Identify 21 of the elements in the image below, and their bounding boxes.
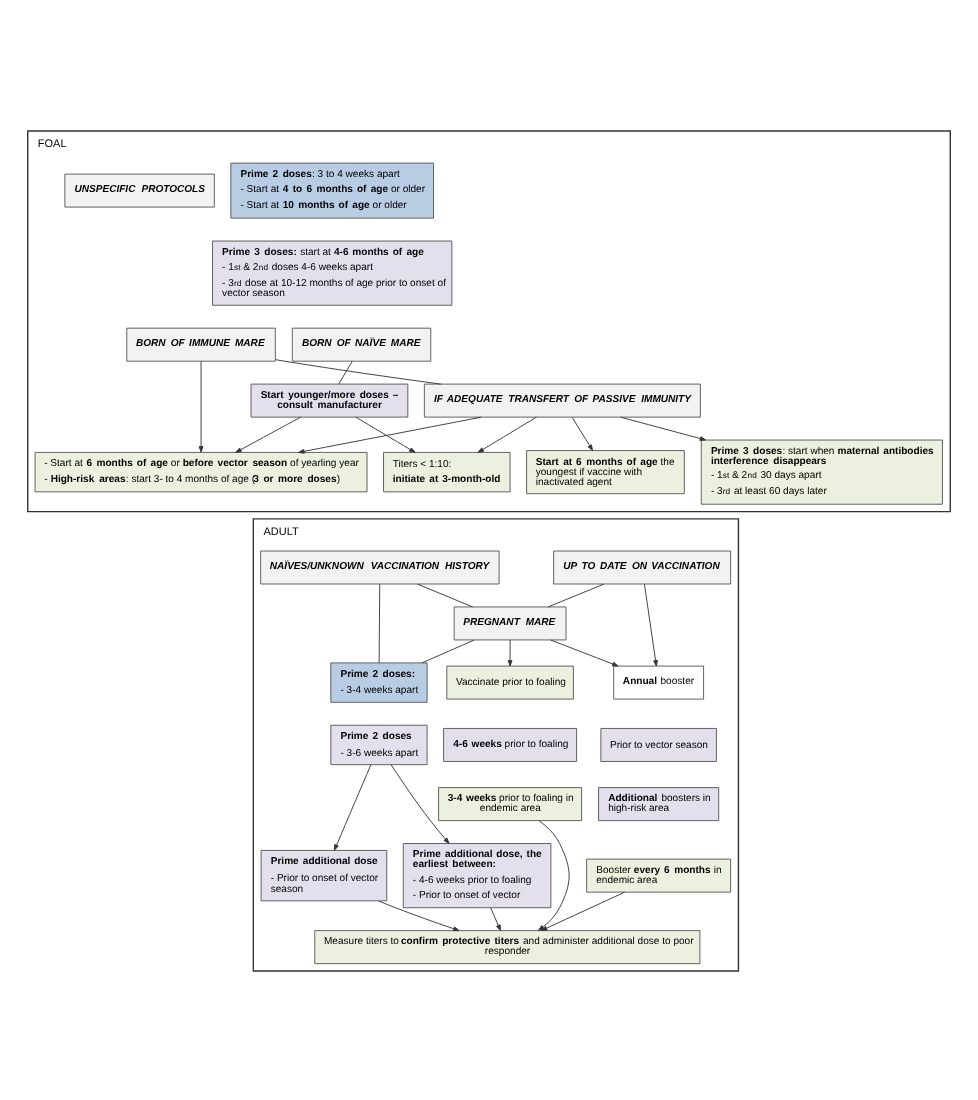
arrow — [550, 638, 619, 666]
arrow — [477, 415, 537, 452]
arrow — [390, 763, 450, 843]
arrow — [298, 415, 482, 453]
arrow — [571, 415, 594, 450]
arrow — [541, 890, 626, 930]
connector — [417, 582, 473, 607]
connector — [421, 638, 475, 663]
arrow — [644, 582, 658, 666]
arrow — [333, 763, 372, 850]
arrow — [490, 906, 501, 930]
connector — [338, 359, 353, 384]
arrow — [538, 819, 570, 930]
arrow — [198, 359, 204, 452]
arrow — [507, 638, 513, 666]
connector — [275, 358, 442, 384]
arrow — [235, 415, 302, 452]
arrow — [620, 415, 707, 440]
connector — [547, 582, 605, 607]
connector — [378, 582, 381, 663]
arrow — [355, 415, 416, 452]
